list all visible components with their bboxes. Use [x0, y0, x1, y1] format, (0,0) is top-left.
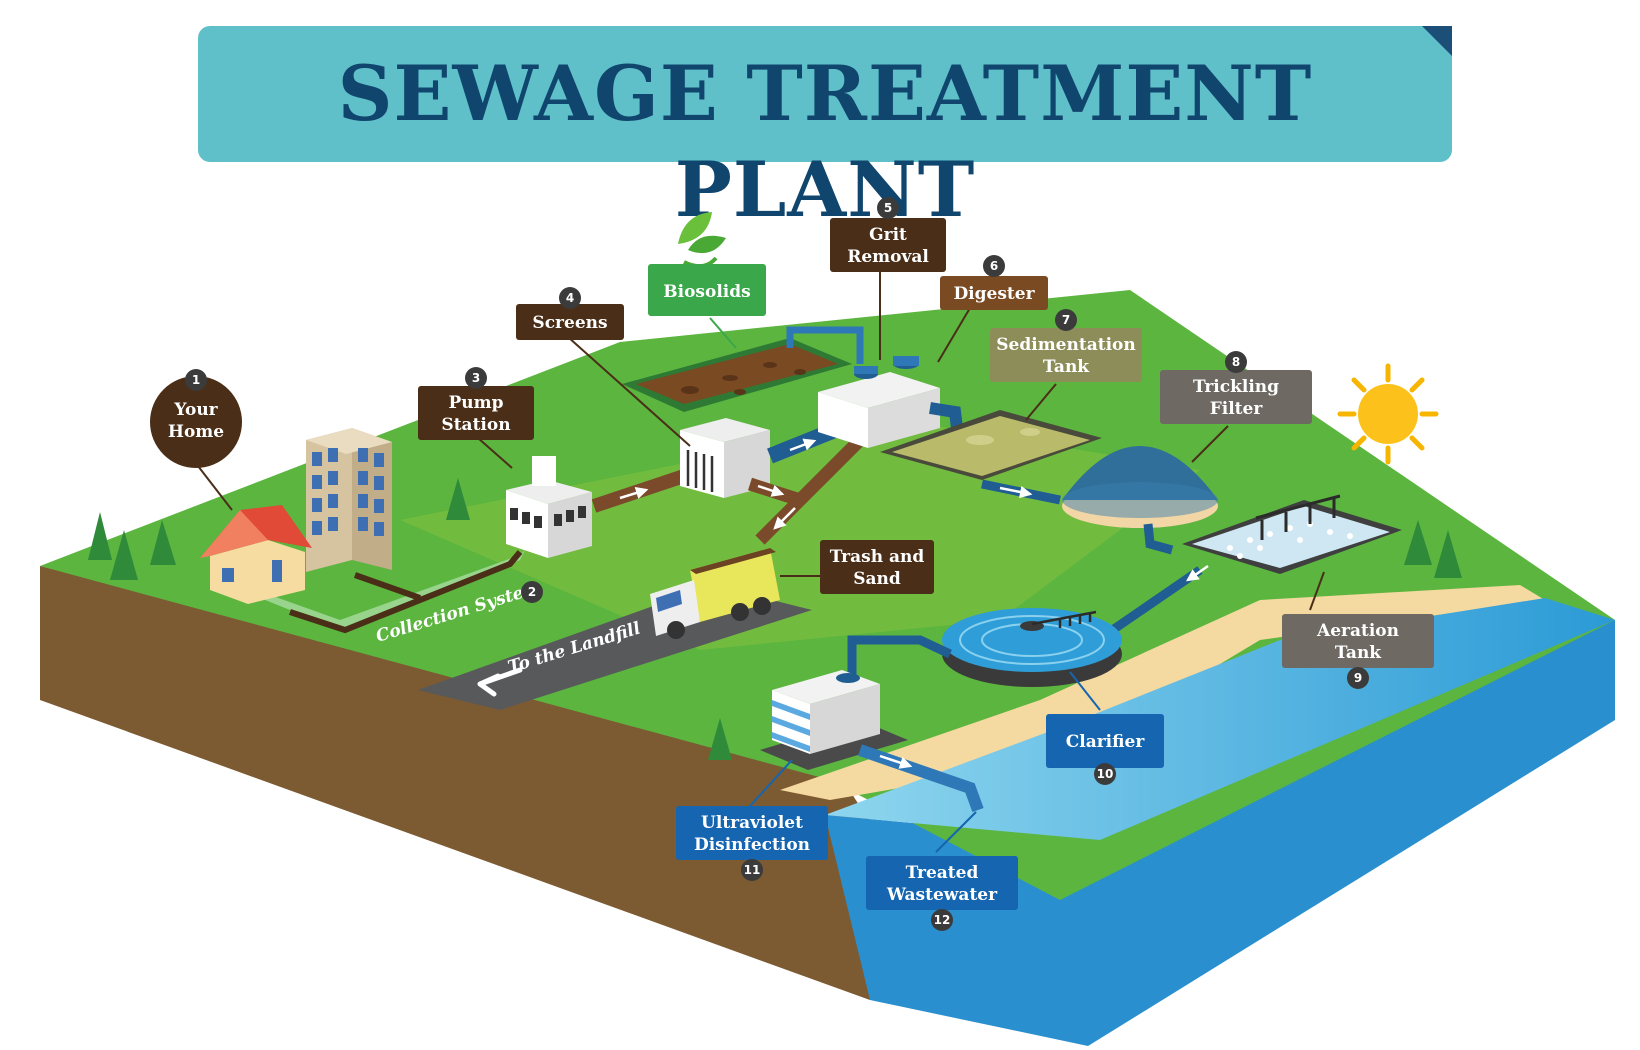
your-home-line-1: Your	[173, 400, 218, 420]
pipe-arrow	[757, 484, 785, 497]
label-screens: Screens 4	[516, 287, 624, 340]
pipe-arrow	[619, 486, 649, 500]
clarifier-line-1: Clarifier	[1066, 732, 1146, 752]
clarifier-tank	[942, 608, 1122, 687]
label-clarifier: Clarifier 10	[1046, 714, 1164, 785]
title-banner	[198, 26, 1452, 162]
badge-9-number: 9	[1354, 671, 1362, 685]
label-grit-removal: Grit Removal 5	[830, 197, 946, 272]
trash-sand-line-1: Trash and	[830, 547, 925, 567]
treated-line-2: Wastewater	[886, 885, 998, 905]
aeration-line-2: Tank	[1335, 643, 1382, 663]
aeration-line-1: Aeration	[1316, 621, 1399, 641]
collection-pipe	[289, 550, 523, 634]
uv-disinfection-building	[760, 670, 908, 770]
collection-pipe-2	[353, 572, 422, 601]
tree-icon	[88, 478, 1462, 760]
label-trash-and-sand: Trash and Sand	[820, 540, 934, 594]
badge-2-number: 2	[528, 585, 536, 599]
pipe-arrow	[773, 507, 796, 530]
pipe-arrow	[789, 438, 817, 452]
label-biosolids: Biosolids	[648, 264, 766, 316]
page-title: SEWAGE TREATMENT PLANT	[337, 49, 1313, 234]
leader-lines	[197, 270, 1325, 611]
aeration-tank	[1182, 494, 1402, 574]
badge-12-number: 12	[934, 913, 951, 927]
pipe-arrow	[1185, 564, 1209, 582]
label-sedimentation-tank: Sedimentation Tank 7	[990, 309, 1142, 382]
trickling-filter-line-2: Filter	[1210, 399, 1264, 419]
pipe-to-uv	[847, 635, 952, 690]
biosolids-line-1: Biosolids	[663, 282, 750, 302]
label-your-home: Your Home 1	[150, 369, 242, 468]
apartment-building	[306, 428, 392, 572]
dump-truck-icon	[650, 548, 780, 639]
treated-line-1: Treated	[906, 863, 979, 883]
badge-1-number: 1	[192, 373, 200, 387]
pipe-arrow	[999, 485, 1033, 499]
label-pump-station: Pump Station 3	[418, 367, 534, 440]
house-icon	[200, 505, 312, 604]
soil-left-face	[40, 566, 985, 1000]
sedimentation-line-2: Tank	[1043, 357, 1090, 377]
grit-removal-building	[786, 326, 940, 448]
your-home-line-2: Home	[168, 422, 224, 442]
leader-lines-blue	[749, 671, 1101, 853]
label-treated-wastewater: Treated Wastewater 12	[866, 856, 1018, 931]
trash-sand-line-2: Sand	[853, 569, 901, 589]
label-aeration-tank: Aeration Tank 9	[1282, 614, 1434, 689]
pump-station-building	[506, 456, 592, 558]
pipe-arrow	[879, 754, 913, 769]
badge-5-number: 5	[884, 201, 892, 215]
badge-8-number: 8	[1232, 355, 1240, 369]
sedimentation-tank	[880, 410, 1102, 480]
grass-light-patch	[400, 420, 1200, 650]
badge-3-number: 3	[472, 371, 480, 385]
digester-line-1: Digester	[953, 284, 1035, 304]
badge-10-number: 10	[1097, 767, 1114, 781]
grit-removal-line-1: Grit	[869, 225, 907, 245]
badge-2	[521, 581, 543, 603]
screens-line-1: Screens	[532, 313, 607, 333]
badge-7-number: 7	[1062, 313, 1070, 327]
leader-biosolids	[709, 317, 737, 349]
label-ultraviolet-disinfection: Ultraviolet Disinfection 11	[676, 806, 828, 881]
banner-fold	[1422, 26, 1452, 56]
pump-station-line-1: Pump	[448, 393, 503, 413]
badge-11-number: 11	[744, 863, 761, 877]
sedimentation-line-1: Sedimentation	[996, 335, 1135, 355]
uv-line-1: Ultraviolet	[701, 813, 803, 833]
sun-icon	[1337, 363, 1439, 465]
pipe-to-aeration	[1143, 523, 1174, 555]
water-side-face	[825, 620, 1615, 1046]
trickling-filter-dome	[1062, 446, 1218, 528]
badge-4-number: 4	[566, 291, 574, 305]
trickling-filter-line-1: Trickling	[1193, 377, 1279, 397]
badge-6-number: 6	[990, 259, 998, 273]
pump-station-line-2: Station	[441, 415, 510, 435]
road-arrow-icon	[477, 667, 523, 697]
biosolids-bed	[622, 338, 852, 412]
grit-removal-line-2: Removal	[847, 247, 929, 267]
label-trickling-filter: Trickling Filter 8	[1160, 351, 1312, 424]
uv-line-2: Disinfection	[694, 835, 810, 855]
label-digester: Digester 6	[940, 255, 1048, 310]
recycle-leaves-icon	[678, 212, 726, 269]
